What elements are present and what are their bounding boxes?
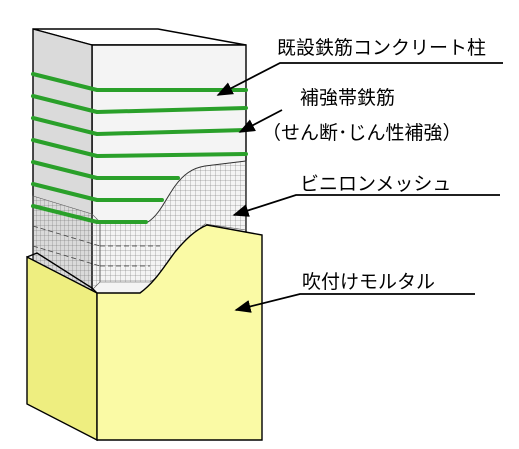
vinylon-mesh — [32, 160, 247, 291]
reinforcing-band — [31, 72, 248, 224]
hoop-5 — [31, 160, 180, 180]
leader-vinylon-mesh — [232, 194, 500, 217]
hoop-4 — [31, 138, 248, 158]
leader-sprayed-mortar — [234, 293, 475, 313]
label-vinylon-mesh: ビニロンメッシュ — [300, 173, 451, 195]
callout-labels: 既設鉄筋コンクリート柱 補強帯鉄筋 （せん断･じん性補強） ビニロンメッシュ 吹… — [262, 37, 486, 293]
mesh-edge-dashes — [32, 225, 160, 267]
mortar-front-face — [96, 224, 263, 441]
leader-reinforcing-band — [238, 109, 283, 133]
hoop-2 — [31, 94, 248, 114]
sprayed-mortar — [26, 224, 263, 442]
leader-lines — [216, 62, 503, 313]
hoop-6 — [31, 182, 164, 202]
label-reinforcing-band-note: （せん断･じん性補強） — [262, 122, 462, 144]
mesh-boundary-line — [147, 160, 247, 223]
hoop-3 — [31, 116, 248, 136]
label-reinforcing-band-title: 補強帯鉄筋 — [300, 87, 395, 109]
label-sprayed-mortar: 吹付けモルタル — [302, 271, 435, 293]
hoop-7 — [31, 204, 148, 224]
hoop-1 — [31, 72, 248, 92]
leader-existing-column — [216, 62, 503, 96]
mortar-top-edge — [26, 252, 98, 294]
label-existing-column: 既設鉄筋コンクリート柱 — [277, 37, 486, 59]
